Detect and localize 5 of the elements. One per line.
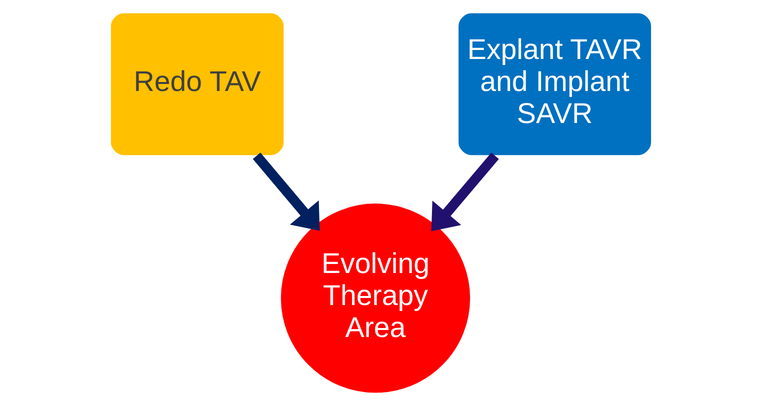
node-box: Explant TAVR and Implant SAVR [457,12,652,156]
node-circle: Evolving Therapy Area [280,202,472,394]
arrow [431,152,499,232]
arrow [252,152,320,231]
node-box: Redo TAV [110,12,285,156]
